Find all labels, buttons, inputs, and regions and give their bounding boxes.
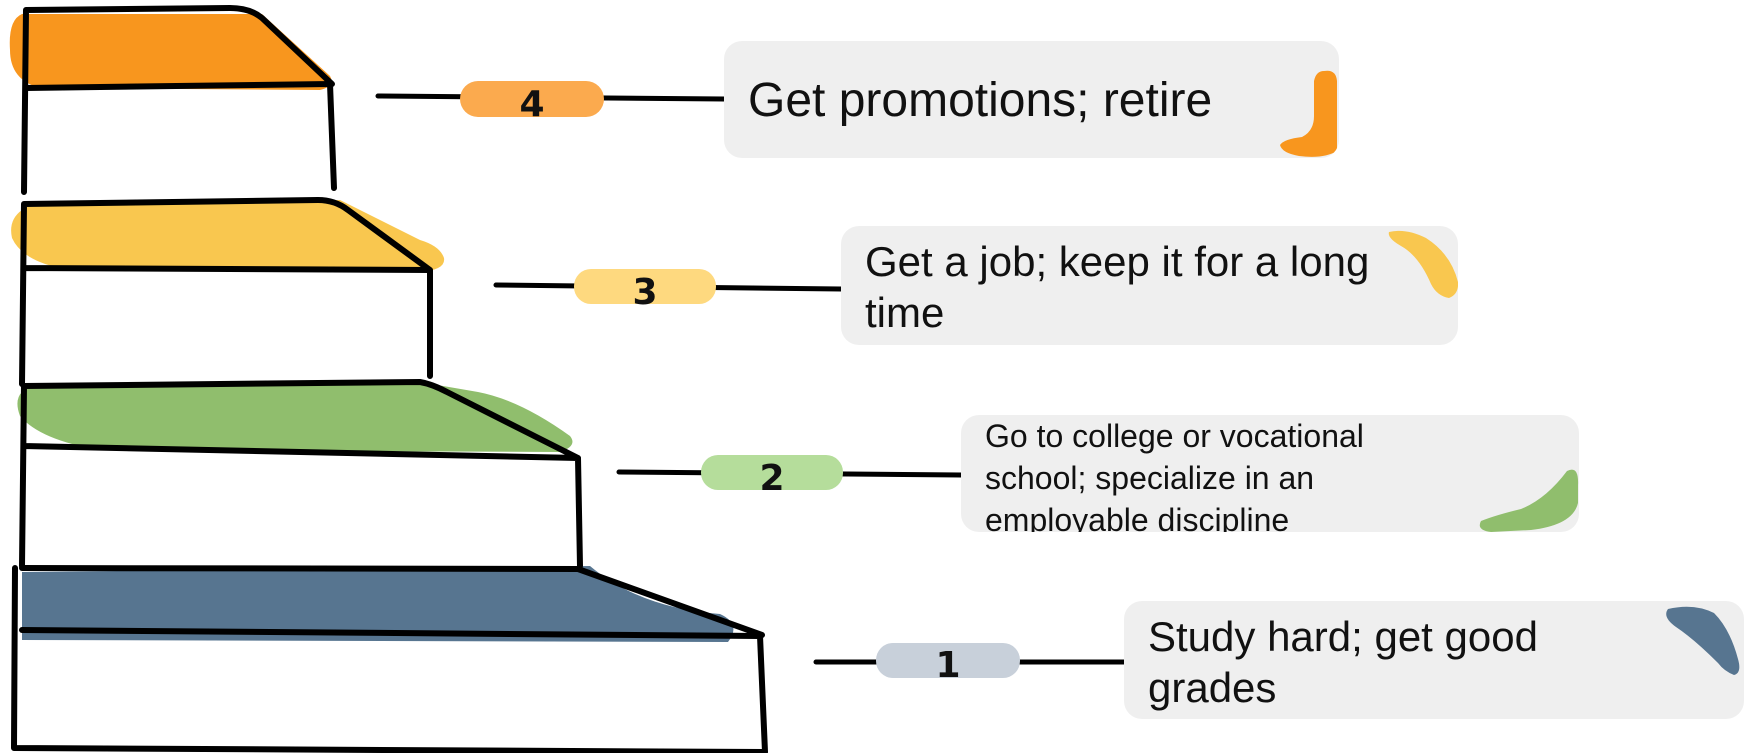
step-1-box [11, 565, 768, 753]
step-1: 1 [11, 565, 1127, 753]
step-1-text: Study hard; get good grades [1148, 613, 1538, 711]
step-4-color-band [9, 14, 332, 90]
step-4-callout: Get promotions; retire [724, 41, 1339, 158]
step-3-box [19, 197, 433, 387]
step-4-text: Get promotions; retire [748, 74, 1213, 127]
step-4-number-pill [460, 81, 604, 117]
step-3-color-band [11, 200, 445, 272]
step-3: 3 [11, 197, 844, 387]
step-3-number-pill [574, 269, 716, 304]
step-2-color-band [17, 382, 573, 452]
step-2-number-pill [701, 455, 843, 490]
step-3-callout: Get a job; keep it for a long time [841, 226, 1458, 345]
step-4: 4 [9, 5, 727, 195]
step-1-number-pill [876, 643, 1020, 678]
step-2-number: 2 [759, 458, 784, 499]
step-2-box [19, 379, 583, 569]
step-2: 2 [17, 379, 964, 569]
step-3-number: 3 [632, 272, 657, 313]
step-3-text: Get a job; keep it for a long time [865, 238, 1370, 336]
step-4-box [21, 5, 337, 195]
step-1-callout: Study hard; get good grades [1124, 601, 1744, 719]
step-2-callout: Go to college or vocational school; spec… [961, 415, 1579, 532]
step-2-text: Go to college or vocational school; spec… [985, 418, 1364, 532]
step-4-number: 4 [519, 84, 544, 125]
step-1-color-band [22, 566, 734, 642]
step-1-number: 1 [935, 645, 960, 686]
